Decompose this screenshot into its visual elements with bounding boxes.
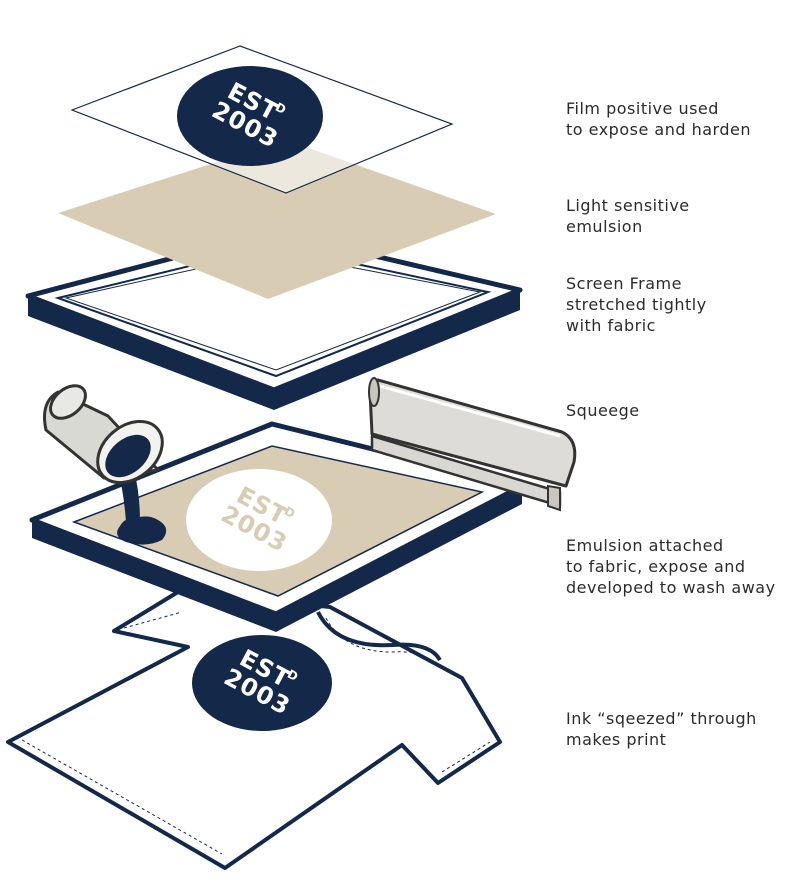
t-shirt-collar (316, 611, 442, 662)
t-shirt-logo-circle (192, 635, 332, 731)
label-attached-line-2: to fabric, expose and (566, 557, 746, 576)
label-emulsion: Light sensitive emulsion (566, 195, 690, 237)
label-print: Ink “sqeezed” through makes print (566, 708, 757, 750)
label-film-line-1: Film positive used (566, 99, 719, 118)
film-positive: EST D 2003 (70, 45, 454, 194)
ink-puddle (117, 516, 167, 545)
label-screen-frame: Screen Frame stretched tightly with fabr… (566, 273, 707, 336)
label-emulsion-line-1: Light sensitive (566, 196, 690, 215)
t-shirt: EST D 2003 (6, 590, 502, 870)
paint-can (43, 384, 164, 522)
film-logo: EST D 2003 (177, 66, 323, 166)
label-print-line-1: Ink “sqeezed” through (566, 709, 757, 728)
label-emulsion-line-2: emulsion (566, 217, 643, 236)
label-emulsion-attached: Emulsion attached to fabric, expose and … (566, 535, 776, 598)
squeegee (368, 377, 577, 512)
screen-frame (25, 229, 523, 410)
label-film-line-2: to expose and harden (566, 120, 751, 139)
film-logo-circle (177, 66, 323, 166)
washed-logo-circle (186, 469, 332, 571)
label-squeegee: Squeege (566, 400, 640, 421)
bottom-frame-side (32, 520, 276, 632)
label-film-positive: Film positive used to expose and harden (566, 98, 751, 140)
washed-logo: EST D 2003 (186, 469, 332, 571)
label-print-line-2: makes print (566, 730, 667, 749)
emulsion-sheet (58, 140, 496, 299)
label-frame-line-3: with fabric (566, 316, 656, 335)
screen-frame-side (28, 296, 274, 410)
label-squeegee-line-1: Squeege (566, 401, 640, 420)
label-attached-line-1: Emulsion attached (566, 536, 724, 555)
label-frame-line-1: Screen Frame (566, 274, 682, 293)
label-attached-line-3: developed to wash away (566, 578, 776, 597)
label-frame-line-2: stretched tightly (566, 295, 707, 314)
t-shirt-logo: EST D 2003 (192, 635, 332, 731)
